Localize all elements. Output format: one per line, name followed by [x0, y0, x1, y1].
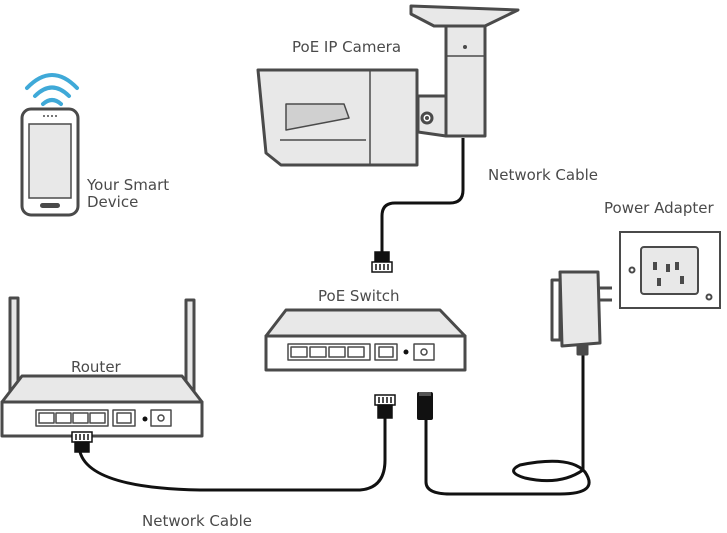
- poe-switch-label: PoE Switch: [318, 287, 400, 305]
- dc-plug-icon: [417, 392, 433, 420]
- camera-label: PoE IP Camera: [292, 38, 401, 56]
- power-adapter-icon: [550, 270, 612, 356]
- power-cable: [424, 355, 591, 496]
- router-icon: [0, 296, 204, 438]
- network-cable-bottom-label: Network Cable: [142, 512, 252, 530]
- wifi-icon: [25, 73, 79, 106]
- network-cable-router-switch: [78, 418, 387, 492]
- network-cable-camera-switch: [380, 138, 465, 252]
- smart-device-label-line2: Device: [87, 193, 138, 211]
- rj45-plug-icon: [371, 251, 393, 273]
- network-cable-top-label: Network Cable: [488, 166, 598, 184]
- router-label: Router: [71, 358, 122, 376]
- wall-outlet-icon: [619, 231, 721, 309]
- switch-icon: [264, 308, 467, 372]
- rj45-plug-icon: [71, 431, 93, 453]
- smart-device-label-line1: Your Smart: [86, 176, 169, 194]
- camera-icon: [256, 4, 520, 167]
- power-adapter-label: Power Adapter: [604, 199, 714, 217]
- smartphone-icon: [20, 107, 80, 217]
- rj45-plug-icon: [374, 394, 396, 419]
